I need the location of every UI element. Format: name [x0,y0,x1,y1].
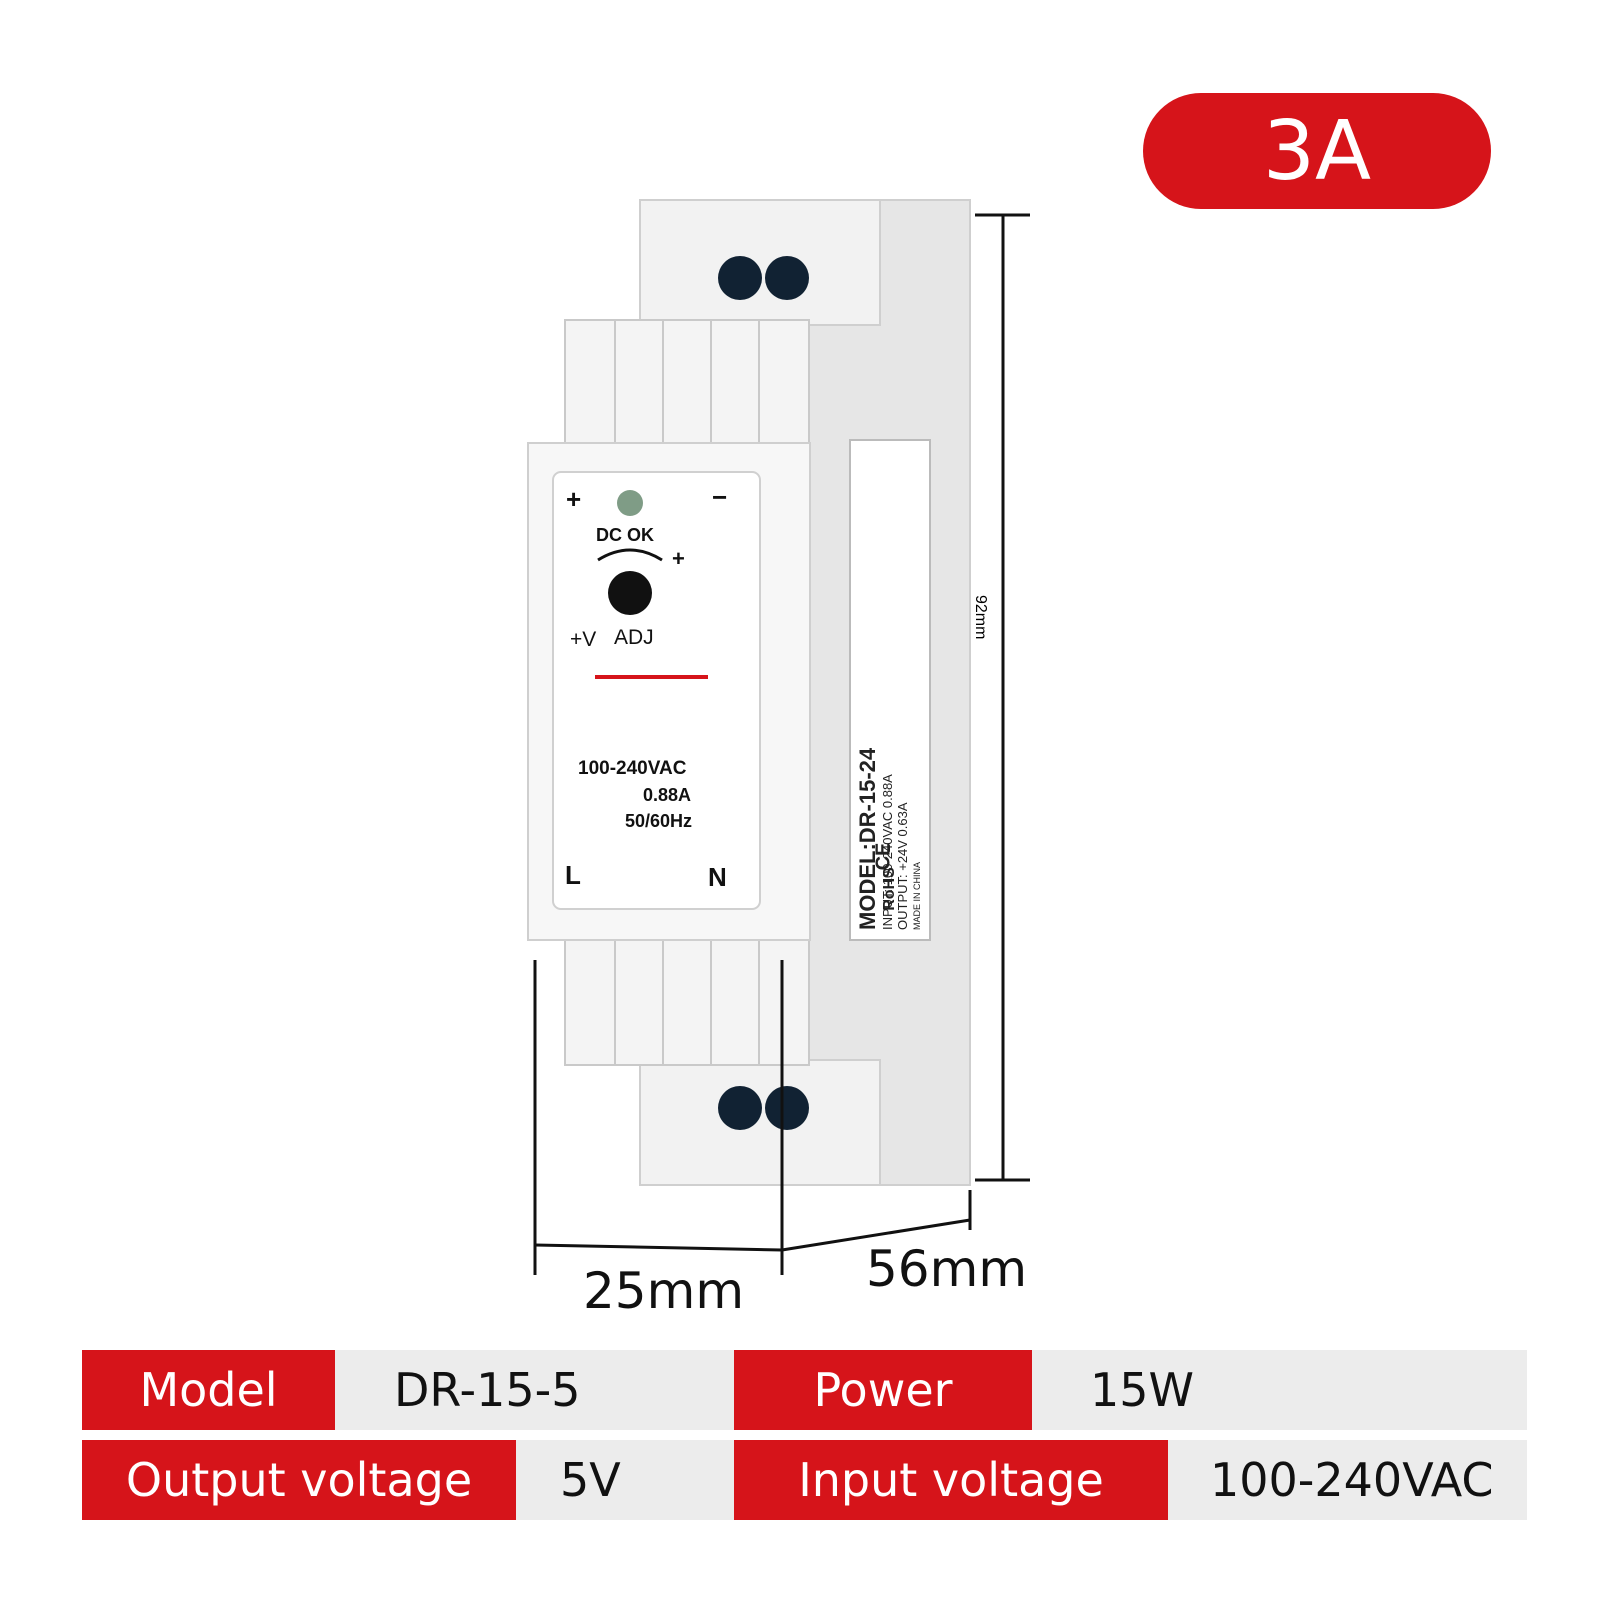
adj-label: ADJ [614,626,654,649]
depth-dimension: 56mm [866,1240,1028,1298]
panel-frequency: 50/60Hz [625,811,693,831]
bottom-terminal-screw-2 [765,1086,809,1130]
bottom-terminal-screw-1 [718,1086,762,1130]
height-dimension: 92mm [972,595,989,640]
panel-red-line [595,675,708,679]
panel-plus-label: + [566,484,582,514]
power-value: 15W [1090,1363,1195,1417]
side-output: OUTPUT: +24V 0.63A [895,802,910,930]
panel-current: 0.88A [643,785,692,805]
bottom-terminal-block [639,1059,881,1186]
voltage-adjust-knob[interactable] [608,571,652,615]
model-label: Model [82,1350,335,1430]
power-label: Power [734,1350,1032,1430]
adj-plus-label: + [672,546,685,571]
top-terminal-screw-2 [765,256,809,300]
terminal-n-label: N [708,862,727,892]
spec-row-2: Output voltage 5V Input voltage 100-240V… [82,1440,1527,1520]
input-voltage-value: 100-240VAC [1210,1453,1494,1507]
top-terminal-block [639,199,881,326]
adjust-arrow-icon [597,548,663,562]
width-dimension: 25mm [583,1262,745,1320]
terminal-l-label: L [565,860,581,890]
side-made-in: MADE IN CHINA [912,861,922,930]
side-label [849,439,931,941]
current-badge: 3A [1143,93,1491,209]
front-label-panel [552,471,761,910]
input-voltage-label: Input voltage [734,1440,1168,1520]
v-plus-label: +V [570,628,597,651]
rohs-mark: RoHS [880,867,898,911]
panel-input-voltage: 100-240VAC [578,758,687,779]
dimension-lines [533,213,1030,1275]
output-voltage-value: 5V [560,1453,621,1507]
top-ribs [564,319,810,446]
spec-row-1: Model DR-15-5 Power 15W [82,1350,1527,1430]
panel-minus-label: − [712,482,728,512]
model-value: DR-15-5 [394,1363,581,1417]
dc-ok-led [617,490,643,516]
top-terminal-screw-1 [718,256,762,300]
output-voltage-label: Output voltage [82,1440,516,1520]
bottom-ribs [564,939,810,1066]
dc-ok-label: DC OK [596,525,654,545]
